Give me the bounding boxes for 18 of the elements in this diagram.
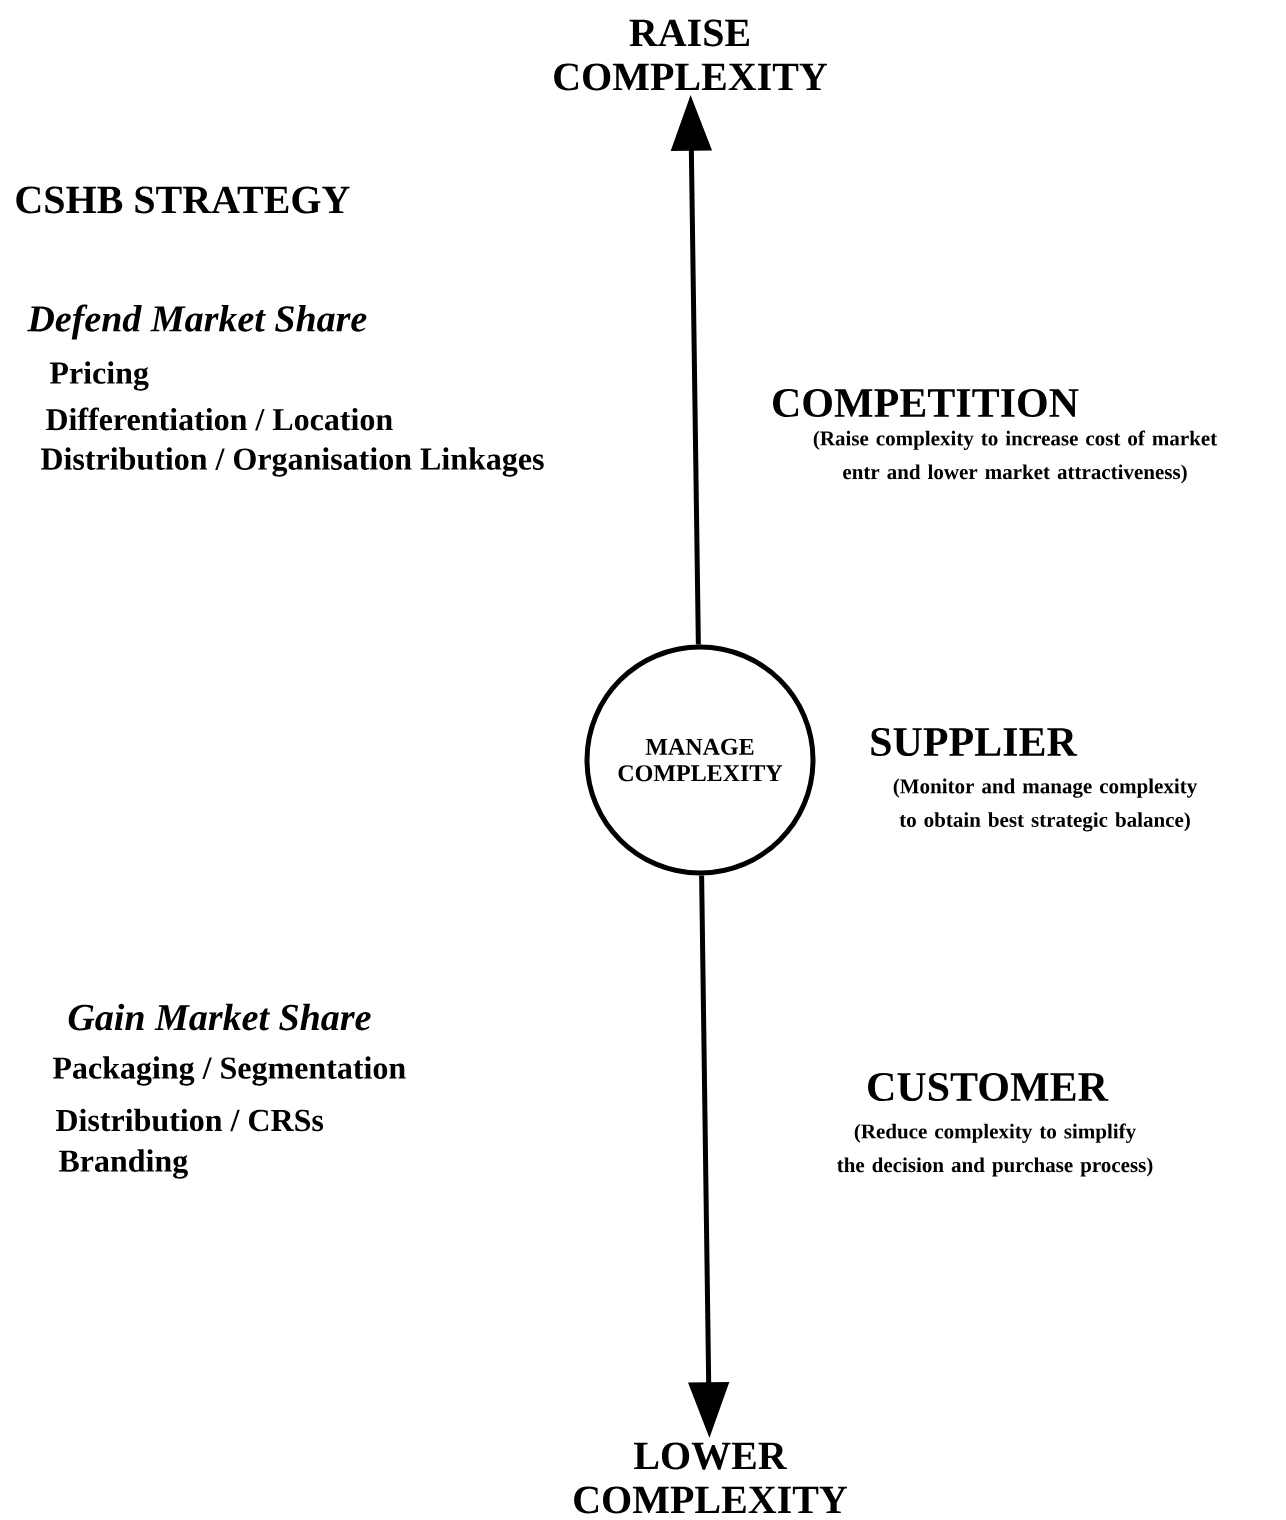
note-text: (Monitor and manage complexity to obtain best strategic balance) (893, 778, 1197, 832)
group-heading: Defend Market Share (27, 304, 367, 340)
note-text: (Reduce complexity to simplify the decision and purchase process) (837, 1123, 1153, 1177)
heading: CSHB STRATEGY (16, 186, 350, 214)
group-heading: Gain Market Share (68, 1003, 371, 1031)
list-item: Packaging / Segmentation (52, 1056, 406, 1086)
end-label: RAISE COMPLEXITY (554, 19, 827, 91)
list-item: Distribution / Organisation Linkages (40, 447, 544, 477)
list-item: Distribution / CRSs (55, 1108, 324, 1132)
list-item: Pricing (49, 361, 149, 391)
list-item: Branding (58, 1149, 188, 1179)
end-label: LOWER COMPLEXITY (574, 1442, 847, 1514)
note-text: (Raise complexity to increase cost of market entr and lower market attractiveness) (813, 430, 1218, 484)
role-heading: SUPPLIER (871, 727, 1078, 757)
list-item: Differentiation / Location (45, 407, 393, 431)
circle-node: MANAGE COMPLEXITY (584, 644, 816, 876)
role-heading: COMPETITION (773, 388, 1079, 418)
role-heading: CUSTOMER (868, 1072, 1109, 1102)
